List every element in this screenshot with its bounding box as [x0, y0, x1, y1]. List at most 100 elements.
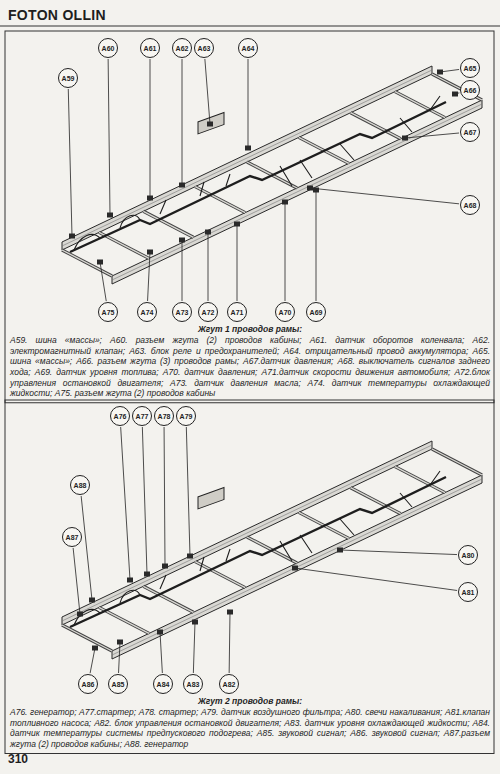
callout-circle: A59 — [58, 68, 78, 88]
leader-line — [148, 252, 150, 301]
connector-symbol — [307, 186, 313, 191]
chassis-frame — [62, 66, 482, 284]
leader-line — [90, 648, 95, 673]
connector-symbol — [179, 183, 185, 188]
leader-line — [142, 427, 147, 574]
leader-line — [160, 632, 162, 673]
connector-symbol — [117, 640, 123, 645]
callout-circle: A83 — [183, 674, 203, 694]
callout-circle: A61 — [140, 38, 160, 58]
callout-number: A70 — [279, 309, 292, 316]
leader-line — [100, 262, 106, 301]
panel-border — [5, 400, 494, 754]
harness-legend-text: A76. генератор; A77.стартер; A78. старте… — [10, 707, 490, 750]
leader-line — [295, 568, 457, 590]
callout-number: A69 — [310, 309, 323, 316]
callout-number: A77 — [136, 413, 149, 420]
page-header: FOTON OLLIN — [8, 7, 106, 23]
connector-symbol — [89, 598, 95, 603]
leader-line — [81, 496, 92, 600]
leader-line — [285, 202, 286, 301]
callout-number: A75 — [102, 309, 115, 316]
callout-number: A68 — [464, 202, 477, 209]
callout-circle: A63 — [194, 38, 214, 58]
connector-symbol — [179, 238, 185, 243]
callout-number: A61 — [144, 45, 157, 52]
connector-symbol — [162, 564, 168, 569]
callout-circle: A81 — [458, 582, 478, 602]
callout-number: A88 — [74, 482, 87, 489]
chassis-frame — [62, 441, 482, 659]
callout-number: A66 — [464, 87, 477, 94]
callout-number: A84 — [157, 681, 170, 688]
callout-circle: A68 — [460, 195, 480, 215]
connector-symbol — [313, 188, 319, 193]
connector-symbol — [227, 610, 233, 615]
connector-symbol — [92, 646, 98, 651]
leader-line — [108, 59, 110, 215]
connector-symbol — [187, 554, 193, 559]
connector-symbol — [437, 70, 443, 75]
callout-circle: A75 — [98, 302, 118, 322]
connector-symbol — [245, 146, 251, 151]
leader-line — [193, 622, 195, 673]
callout-circle: A86 — [78, 674, 98, 694]
connector-symbol — [147, 250, 153, 255]
callout-circle: A85 — [108, 674, 128, 694]
connector-symbol — [77, 612, 83, 617]
leader-line — [208, 232, 209, 301]
callout-number: A82 — [223, 681, 236, 688]
callout-circle: A84 — [153, 674, 173, 694]
callout-circle: A76 — [110, 406, 130, 426]
leader-line — [205, 59, 210, 124]
callout-circle: A71 — [227, 302, 247, 322]
harness-caption: Жгут 2 проводов рамы: — [10, 696, 490, 707]
callout-number: A71 — [231, 309, 244, 316]
callout-number: A83 — [187, 681, 200, 688]
callout-circle: A82 — [219, 674, 239, 694]
connector-symbol — [192, 620, 198, 625]
connector-symbol — [292, 566, 298, 571]
callout-number: A72 — [202, 309, 215, 316]
connector-symbol — [147, 196, 153, 201]
connector-symbol — [452, 92, 458, 97]
connector-symbol — [207, 122, 213, 127]
callout-number: A63 — [198, 45, 211, 52]
callout-circle: A64 — [238, 38, 258, 58]
header-rule — [0, 25, 500, 26]
leader-line — [119, 642, 120, 673]
callout-number: A73 — [176, 309, 189, 316]
callout-number: A85 — [112, 681, 125, 688]
callout-number: A80 — [462, 552, 475, 559]
leader-line — [237, 224, 238, 301]
leader-line — [182, 240, 183, 301]
callout-circle: A66 — [460, 80, 480, 100]
connector-symbol — [282, 200, 288, 205]
callout-number: A76 — [114, 413, 127, 420]
callout-number: A67 — [464, 129, 477, 136]
callout-number: A60 — [102, 45, 115, 52]
connector-symbol — [69, 234, 75, 239]
callout-number: A87 — [66, 534, 79, 541]
connector-symbol — [205, 230, 211, 235]
callout-number: A81 — [462, 589, 475, 596]
callout-circle: A67 — [460, 122, 480, 142]
leader-line — [310, 188, 459, 204]
callout-number: A62 — [176, 45, 189, 52]
connector-symbol — [127, 578, 133, 583]
leader-line — [121, 427, 130, 580]
callout-number: A65 — [464, 65, 477, 72]
callout-number: A78 — [158, 413, 171, 420]
callout-circle: A77 — [132, 406, 152, 426]
harness-legend-text: A59. шина «массы»; A60. разъем жгута (2)… — [10, 335, 490, 399]
panel-border — [5, 31, 494, 403]
callout-circle: A60 — [98, 38, 118, 58]
leader-line — [248, 59, 249, 148]
callout-circle: A65 — [460, 58, 480, 78]
callout-circle: A62 — [172, 38, 192, 58]
callout-circle: A72 — [198, 302, 218, 322]
leader-line — [68, 89, 72, 236]
page-number: 310 — [8, 752, 68, 767]
callout-circle: A74 — [137, 302, 157, 322]
